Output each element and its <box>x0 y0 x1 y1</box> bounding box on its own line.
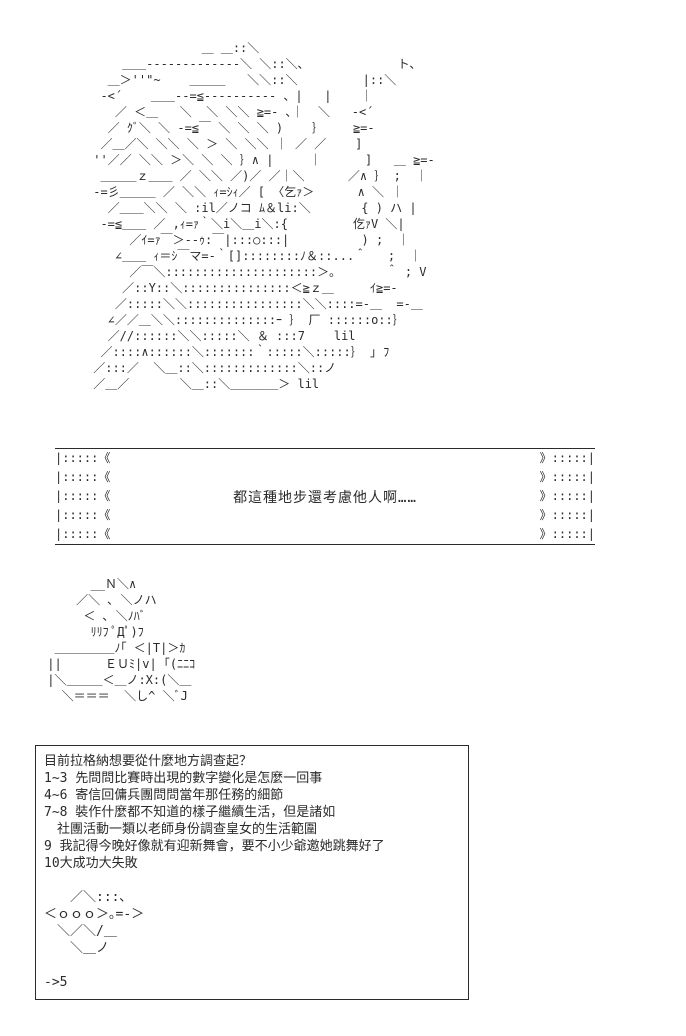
dialogue-border-right: 》:::::| 》:::::| 》:::::| 》:::::| 》:::::| <box>539 451 595 541</box>
choice-box: 目前拉格納想要從什麼地方調查起？ 1~3 先問問比賽時出現的數字變化是怎麼一回事… <box>35 745 469 1000</box>
ascii-art-portrait: ＿ ＿::＼ ＿＿-------------＼ ＼::＼､ ト、 ＿＞''"~ … <box>93 41 435 391</box>
dialogue-box: |:::::《 |:::::《 |:::::《 |:::::《 |:::::《 … <box>55 448 595 545</box>
roll-result: ->5 <box>44 975 68 990</box>
dice-ascii-art: ／＼:::､ ＜ｏｏｏ＞｡=-＞ ＼／＼/＿ ＼＿ノ <box>44 890 145 956</box>
ascii-art-character: __Ｎ＼∧ ／＼ ､ ＼ノハ ＜ ､ ＼ﾉﾊﾞ ﾘﾘﾌ ﾟДﾟ)ﾌ ＿＿＿＿＿ﾉ… <box>47 577 196 703</box>
dialogue-text: 都這種地步還考慮他人啊…… <box>233 489 417 506</box>
spacer <box>44 872 460 889</box>
choice-question: 目前拉格納想要從什麼地方調查起？ <box>44 754 253 769</box>
dialogue-border-left: |:::::《 |:::::《 |:::::《 |:::::《 |:::::《 <box>55 451 111 541</box>
spacer <box>44 957 460 974</box>
choice-options: 1~3 先問問比賽時出現的數字變化是怎麼一回事 4~6 寄信回傭兵團問問當年那任… <box>44 771 385 871</box>
